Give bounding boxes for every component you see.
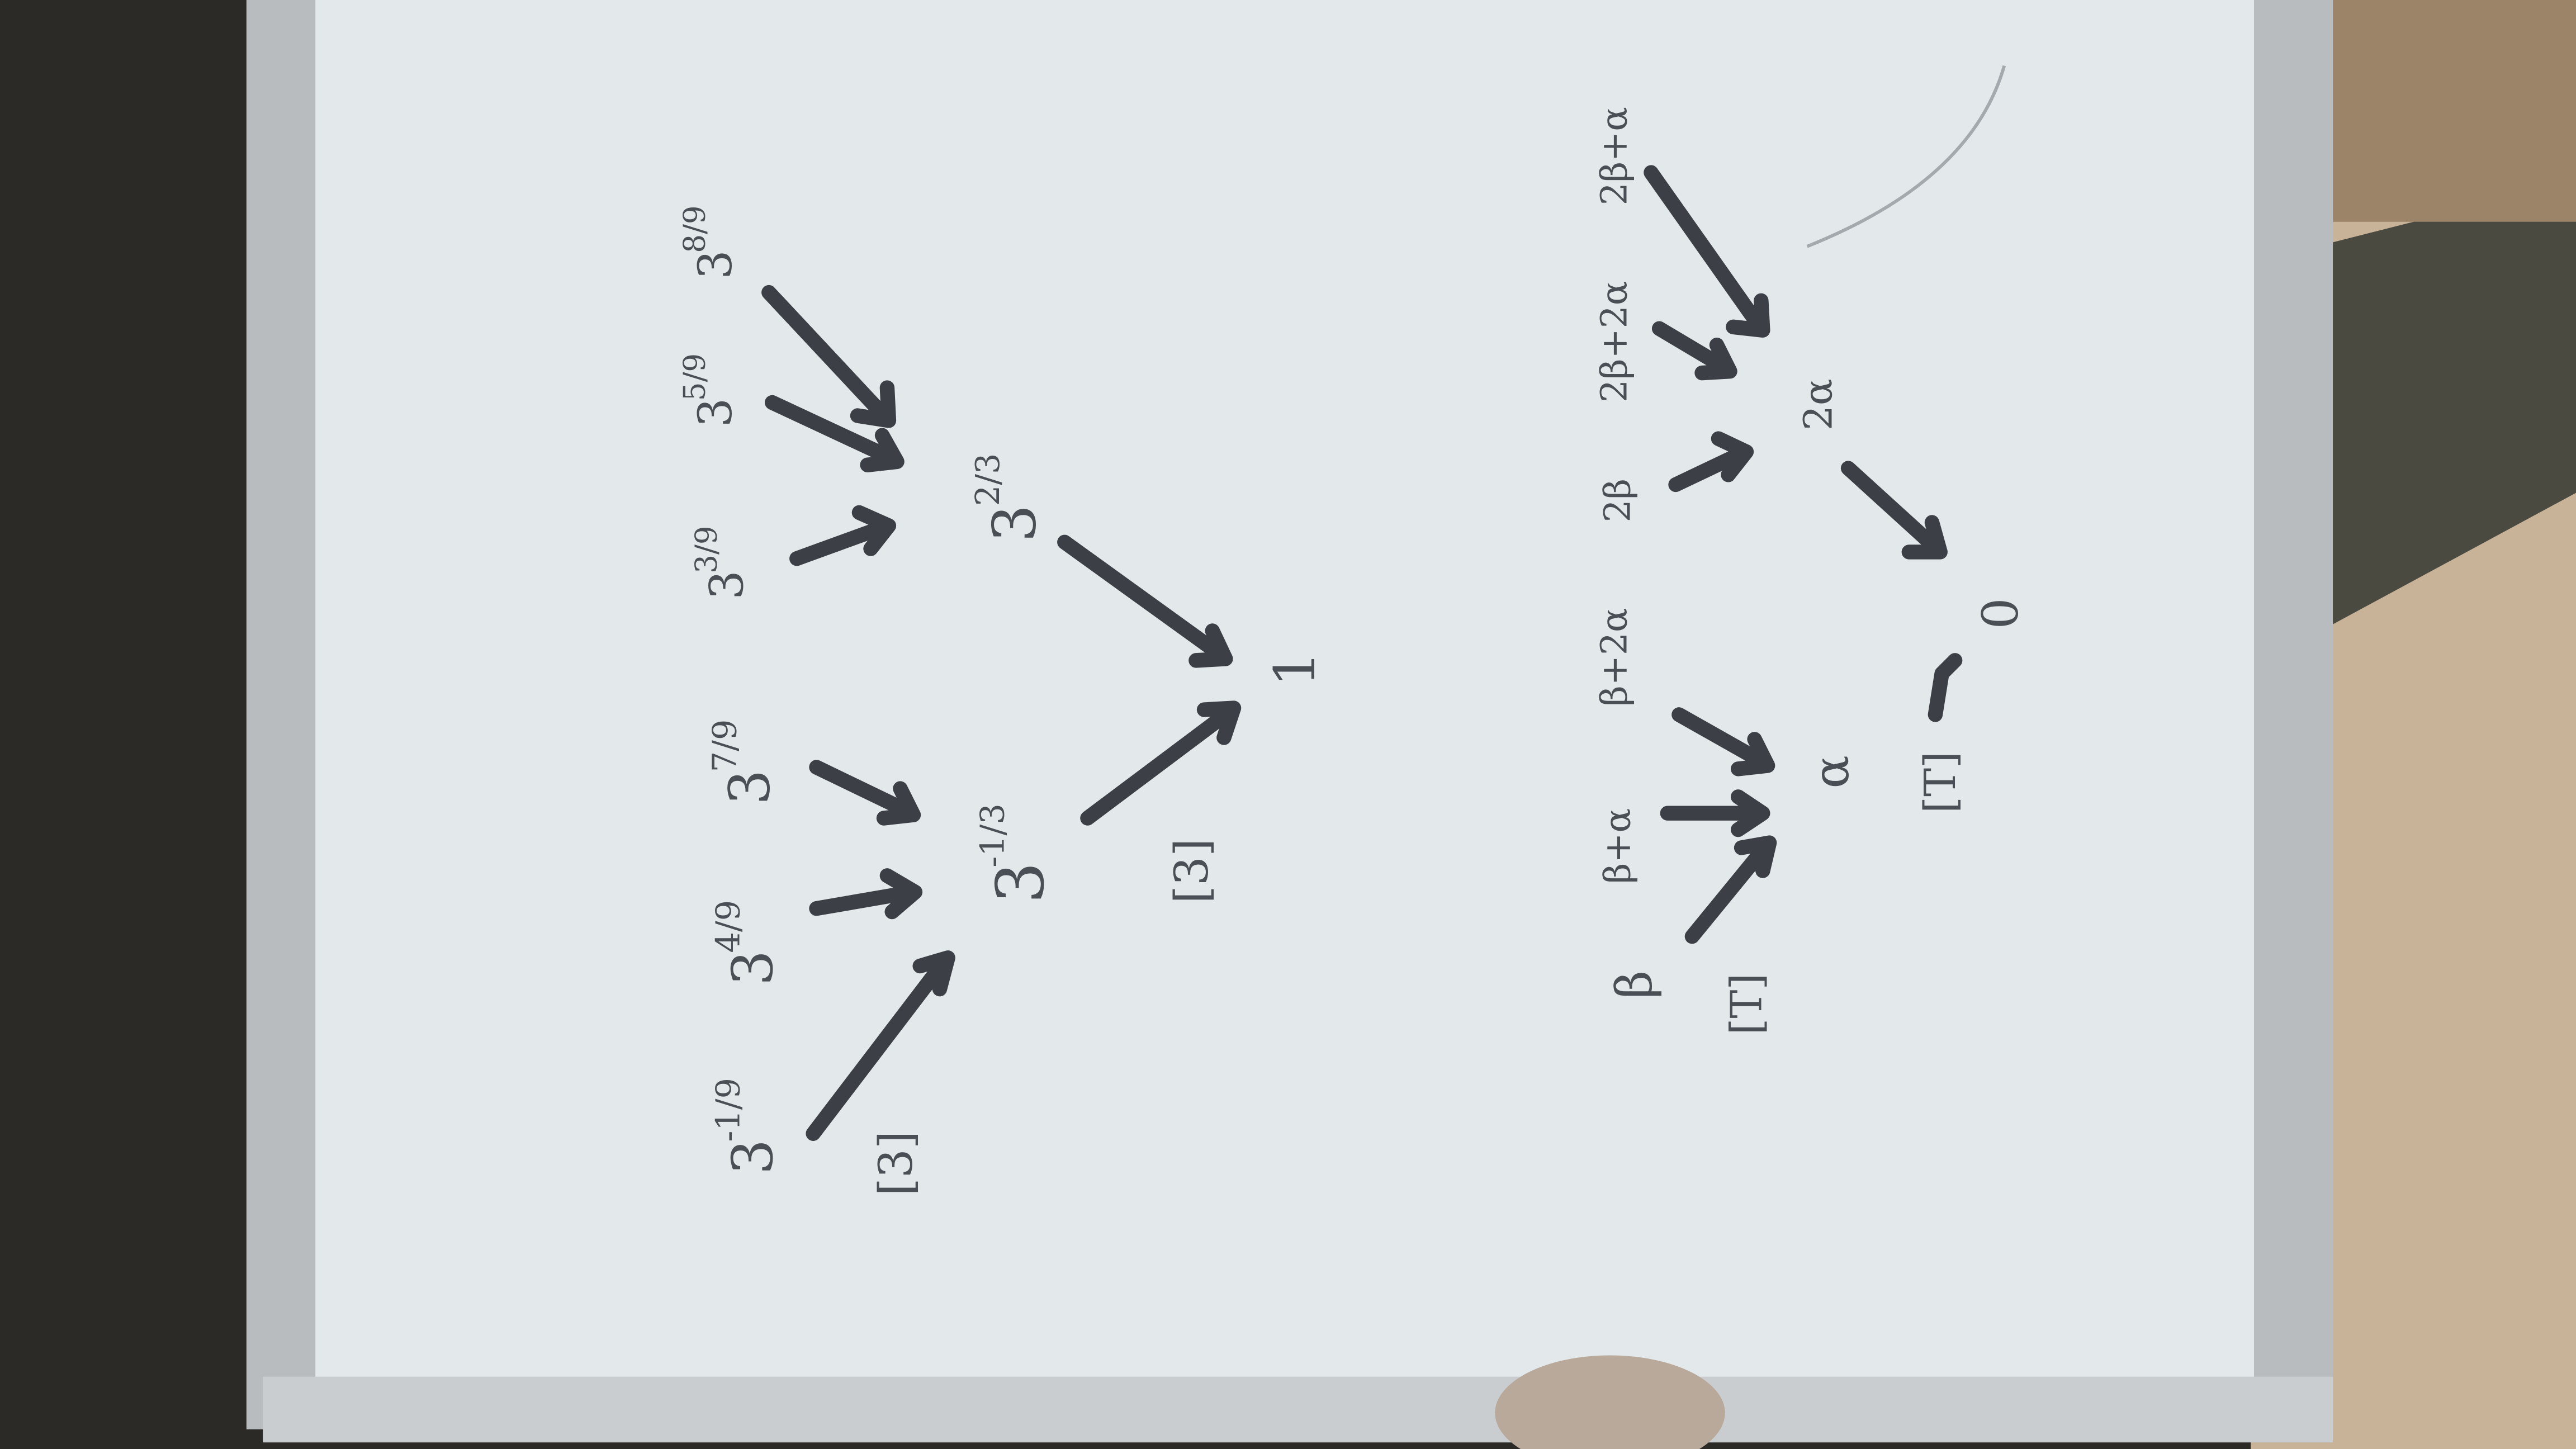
base-text: 3 (700, 570, 754, 599)
label-beta-plus-2alpha: β+2α (1593, 608, 1635, 706)
svg-text:β+α: β+α (1597, 808, 1639, 884)
label-beta-plus-alpha: β+α (1597, 808, 1639, 884)
base-text: 3 (717, 769, 782, 805)
label-2beta: 2β (1597, 479, 1639, 523)
wall-shadow (2300, 0, 2576, 222)
arrow (765, 395, 903, 468)
root-text: 1 (1262, 651, 1328, 687)
arrow-head (1694, 337, 1737, 381)
svg-text:[T]: [T] (1722, 973, 1772, 1035)
node-3-exp-3-9: 3 3/9 (689, 526, 754, 600)
arrow (1651, 321, 1736, 377)
board-tray (263, 1376, 2333, 1443)
exponent-text: 7/9 (705, 719, 744, 773)
arrow-head (1711, 431, 1754, 482)
base-text: 3 (980, 504, 1049, 542)
arrow (809, 760, 920, 821)
arrow-head (850, 380, 897, 428)
arrow-head (1188, 623, 1233, 668)
arrow-head (1731, 789, 1770, 837)
arrow (1928, 653, 1963, 722)
svg-text:α: α (1802, 755, 1860, 789)
base-text: 3 (720, 950, 785, 986)
svg-text:[T]: [T] (1916, 751, 1966, 813)
arrow-head (1901, 515, 1948, 560)
lower-arrows (1644, 165, 1963, 944)
arrow (761, 285, 895, 427)
node-3-exp-2-3: 3 2/3 (968, 453, 1049, 542)
arrow-head (912, 950, 955, 997)
arrow-head (1731, 732, 1775, 776)
arrow (1644, 165, 1769, 336)
svg-text:[3]: [3] (870, 1131, 923, 1196)
board-glare (315, 0, 2254, 1377)
svg-text:[3]: [3] (1166, 839, 1219, 904)
arrow (1671, 707, 1774, 771)
arrow-head (879, 868, 923, 920)
label-beta: β (1605, 970, 1663, 999)
arrow-head (851, 505, 897, 556)
svg-text:2β+α: 2β+α (1593, 107, 1635, 205)
label-2beta-plus-2alpha: 2β+2α (1593, 281, 1635, 402)
label-2alpha: 2α (1796, 378, 1841, 430)
arrow-head (1196, 700, 1242, 745)
arrow (789, 518, 895, 566)
label-2beta-plus-alpha: 2β+α (1593, 107, 1635, 205)
label-alpha: α (1802, 755, 1860, 789)
label-zero: 0 (1972, 598, 2029, 629)
node-3-exp-4-9: 3 4/9 (708, 900, 785, 986)
node-3-exp-7-9: 3 7/9 (705, 719, 783, 805)
base-text: 3 (720, 1139, 785, 1175)
bracket-3-right: [3] (1166, 839, 1219, 904)
svg-text:β: β (1605, 970, 1663, 999)
node-3-exp-neg1-3: 3 -1/3 (973, 803, 1059, 903)
root-node-1: 1 (1262, 651, 1328, 687)
arrow-head (1726, 293, 1770, 338)
arrow (1840, 461, 1946, 558)
bracket-t-left: [T] (1722, 973, 1772, 1035)
base-text: 3 (689, 250, 742, 279)
arrow-head (876, 781, 921, 826)
exponent-text: 2/3 (968, 453, 1007, 506)
svg-text:2β: 2β (1597, 479, 1639, 523)
exponent-text: 5/9 (678, 353, 712, 401)
node-3-exp-8-9: 3 8/9 (678, 205, 742, 279)
dark-object (2316, 181, 2576, 624)
bracket-3-left: [3] (870, 1131, 923, 1196)
exponent-text: -1/9 (708, 1078, 747, 1142)
upper-arrows (761, 285, 1242, 1141)
node-3-exp-neg1-9: 3 -1/9 (708, 1078, 785, 1175)
arrow-head (1734, 835, 1777, 878)
svg-text:2α: 2α (1796, 378, 1841, 430)
finger (1495, 1355, 1725, 1449)
arrow (1684, 839, 1774, 944)
exponent-text: 3/9 (689, 526, 723, 574)
arrow (806, 953, 953, 1141)
svg-text:β+2α: β+2α (1593, 608, 1635, 706)
arrow-head (860, 428, 905, 472)
arrow (1057, 534, 1232, 665)
base-text: 3 (982, 862, 1059, 904)
arrow (809, 884, 920, 916)
exponent-text: 8/9 (678, 205, 712, 253)
exponent-text: 4/9 (708, 900, 747, 953)
base-text: 3 (689, 398, 742, 427)
exponent-text: -1/3 (973, 803, 1012, 867)
svg-text:0: 0 (1972, 598, 2029, 629)
svg-text:2β+2α: 2β+2α (1593, 281, 1635, 402)
faint-curve (1806, 65, 2006, 248)
bracket-t-bottom: [T] (1916, 751, 1966, 813)
node-3-exp-5-9: 3 5/9 (678, 353, 742, 427)
arrow (1080, 702, 1240, 826)
